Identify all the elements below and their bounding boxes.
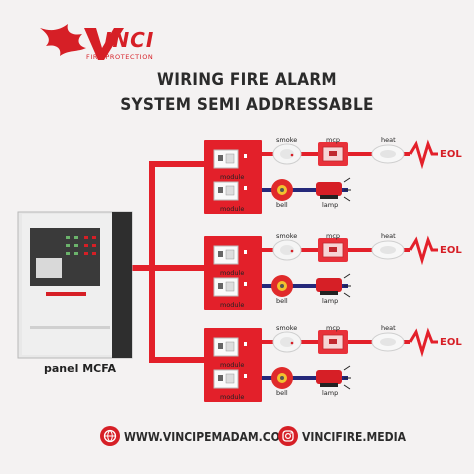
lamp-label: lamp [322, 389, 339, 397]
module-label: module [220, 361, 245, 369]
bell-label: bell [276, 297, 288, 305]
smoke-label: smoke [276, 232, 298, 240]
control-panel [17, 211, 133, 359]
strobe-lamp [316, 182, 342, 196]
module-label: module [220, 269, 245, 277]
module-label: module [220, 301, 245, 309]
heat-label: heat [381, 232, 396, 240]
bell-label: bell [276, 389, 288, 397]
eol-resistor [408, 235, 438, 266]
module-label: module [220, 173, 245, 181]
diagram-title-line1: WIRING FIRE ALARM [157, 70, 337, 90]
eol-label: EOL [440, 149, 462, 160]
brand-logo [40, 24, 124, 60]
globe-icon [100, 426, 120, 446]
wiring-trunk [127, 161, 207, 363]
eol-label: EOL [440, 245, 462, 256]
brand-subtitle: FIRE PROTECTION [86, 53, 154, 61]
zone-row-1 [204, 139, 438, 214]
brand-wordmark: INCI [104, 28, 155, 52]
lamp-label: lamp [322, 297, 339, 305]
footer-instagram[interactable]: VINCIFIRE.MEDIA [302, 430, 406, 444]
strobe-lamp [316, 278, 342, 292]
strobe-lamp [316, 370, 342, 384]
lamp-label: lamp [322, 201, 339, 209]
heat-label: heat [381, 136, 396, 144]
bell-label: bell [276, 201, 288, 209]
footer-website[interactable]: WWW.VINCIPEMADAM.COM [124, 430, 291, 444]
zone-row-3 [204, 327, 438, 402]
module-label: module [220, 205, 245, 213]
module-label: module [220, 393, 245, 401]
diagram-title-line2: SYSTEM SEMI ADDRESSABLE [120, 95, 374, 115]
mcp-label: mcp [326, 136, 341, 144]
eol-resistor [408, 327, 438, 358]
zone-row-2 [204, 235, 438, 310]
heat-label: heat [381, 324, 396, 332]
mcp-label: mcp [326, 232, 341, 240]
eol-resistor [408, 139, 438, 170]
instagram-icon [278, 426, 298, 446]
eol-label: EOL [440, 337, 462, 348]
smoke-label: smoke [276, 324, 298, 332]
panel-label: panel MCFA [44, 362, 116, 375]
panel-display [36, 258, 62, 278]
mcp-label: mcp [326, 324, 341, 332]
smoke-label: smoke [276, 136, 298, 144]
